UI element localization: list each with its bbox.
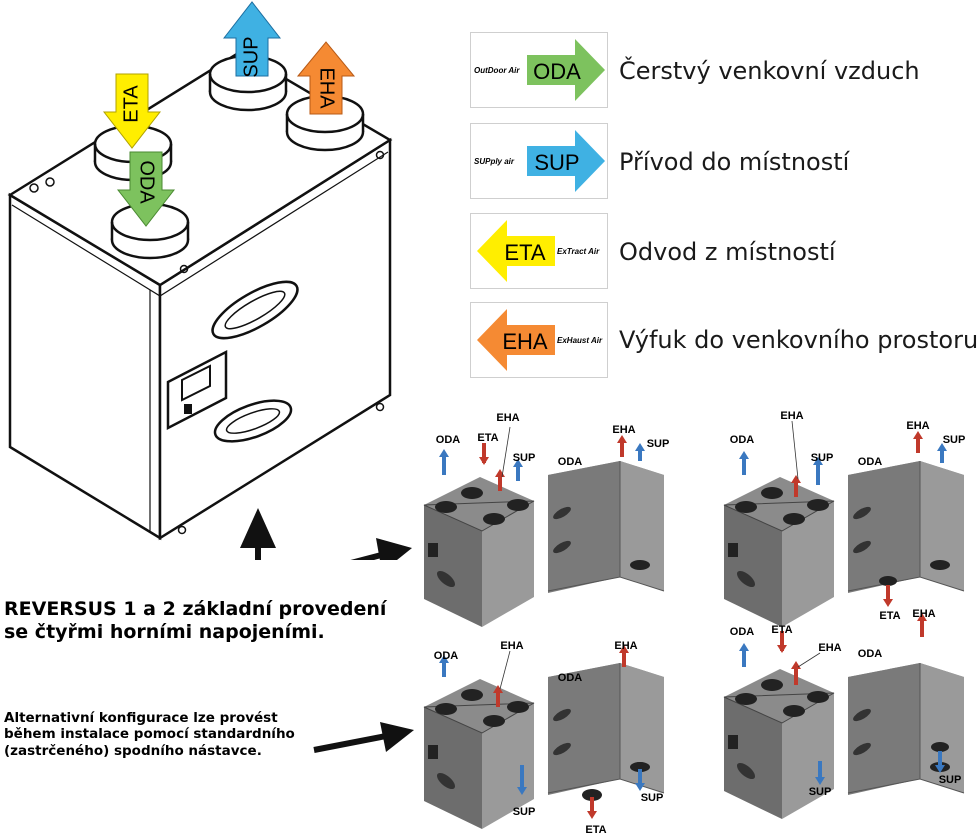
legend-eta-small: ExTract Air: [557, 247, 600, 256]
legend-sup-arrow: SUP: [527, 130, 605, 192]
c1-d: SUP: [513, 452, 536, 464]
legend-eha-small: ExHaust Air: [557, 336, 603, 345]
c4-g: SUP: [939, 774, 962, 786]
c1-c: EHA: [496, 412, 519, 424]
c4-e: EHA: [912, 608, 935, 620]
oda-arrow: ODA: [116, 151, 176, 227]
oda-arrow-label: ODA: [136, 160, 158, 204]
sup-arrow: SUP: [222, 1, 282, 78]
c1-g: SUP: [647, 438, 670, 450]
c3-a: ODA: [434, 650, 459, 662]
main-unit-illustration: SUP EHA ETA ODA: [7, 1, 412, 560]
c3-d: ODA: [558, 672, 583, 684]
caption-main: REVERSUS 1 a 2 základní provedení se čty…: [4, 598, 387, 644]
caption-alt: Alternativní konfigurace lze provést běh…: [4, 710, 295, 759]
c3-f: SUP: [641, 792, 664, 804]
legend-eha-arrow: EHA: [477, 309, 555, 371]
c2-f: SUP: [943, 434, 966, 446]
legend-eta-arrow: ETA: [477, 220, 555, 282]
config-1: ODA ETA EHA SUP ODA EHA SUP: [423, 412, 670, 628]
legend-box-eta: ETA ExTract Air: [470, 213, 608, 289]
legend-eha-desc: Výfuk do venkovního prostoru: [619, 326, 977, 354]
configurations-panel: ODA ETA EHA SUP ODA EHA SUP ODA EHA SUP …: [423, 410, 966, 836]
config-3: ODA EHA SUP ODA EHA SUP ETA: [423, 640, 665, 836]
c1-e: ODA: [558, 456, 583, 468]
eta-arrow-label: ETA: [120, 85, 142, 123]
control-panel: [166, 349, 228, 431]
c4-c: EHA: [818, 642, 841, 654]
sup-arrow-label: SUP: [240, 36, 262, 77]
c4-a: ODA: [730, 626, 755, 638]
legend-box-sup: SUPply air SUP: [470, 123, 608, 199]
c1-b: ETA: [477, 432, 498, 444]
legend-sup-desc: Přívod do místností: [619, 148, 850, 176]
legend-eta-desc: Odvod z místností: [619, 238, 836, 266]
legend-eta-code: ETA: [504, 240, 545, 265]
c3-e: EHA: [614, 640, 637, 652]
alt-pointer-arrow: [313, 722, 414, 753]
c3-c: SUP: [513, 806, 536, 818]
c3-b: EHA: [500, 640, 523, 652]
eha-arrow-label: EHA: [316, 67, 338, 109]
c2-e: EHA: [906, 420, 929, 432]
lower-handle: [213, 399, 293, 443]
c4-d: ODA: [858, 648, 883, 660]
upper-handle: [211, 280, 299, 340]
eta-arrow: ETA: [102, 73, 162, 149]
legend-oda-code: ODA: [533, 59, 581, 84]
c2-g: ETA: [879, 610, 900, 622]
c2-b: EHA: [780, 410, 803, 422]
legend-box-eha: EHA ExHaust Air: [470, 302, 608, 378]
pointer-arrows: [240, 508, 412, 560]
c2-a: ODA: [730, 434, 755, 446]
c1-a: ODA: [436, 434, 461, 446]
c1-f: EHA: [612, 424, 635, 436]
legend-sup-code: SUP: [534, 150, 579, 175]
legend-oda-desc: Čerstvý venkovní vzduch: [619, 57, 920, 85]
c4-f: SUP: [809, 786, 832, 798]
legend-box-oda: OutDoor Air ODA: [470, 32, 608, 108]
eha-arrow: EHA: [296, 41, 356, 115]
config-2: ODA EHA SUP ODA EHA SUP ETA: [723, 410, 966, 628]
legend-sup-small: SUPply air: [474, 157, 515, 166]
spigot-oda: [110, 202, 190, 260]
c4-b: ETA: [771, 624, 792, 636]
config-4: ODA ETA EHA ODA EHA SUP SUP: [723, 608, 965, 820]
legend-oda-small: OutDoor Air: [474, 66, 520, 75]
legend-eha-code: EHA: [502, 329, 548, 354]
c2-d: ODA: [858, 456, 883, 468]
legend-oda-arrow: ODA: [527, 39, 605, 101]
c3-g: ETA: [585, 824, 606, 836]
c2-c: SUP: [811, 452, 834, 464]
